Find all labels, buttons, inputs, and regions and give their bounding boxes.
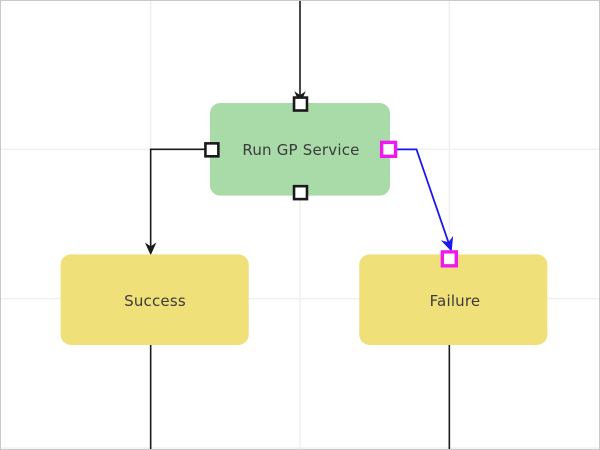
- port-run-gp-service-top[interactable]: [292, 96, 309, 112]
- port-failure-top-selected[interactable]: [440, 250, 458, 268]
- port-run-gp-service-bottom[interactable]: [292, 184, 309, 201]
- port-run-gp-service-right-selected[interactable]: [379, 140, 398, 158]
- edge-run-gp-service-to-failure[interactable]: [395, 148, 454, 252]
- edge-layer: [144, 1, 454, 449]
- node-layer: [60, 103, 548, 345]
- node-failure[interactable]: [359, 254, 548, 345]
- node-success[interactable]: [60, 254, 249, 345]
- edge-run-gp-service-to-success[interactable]: [144, 148, 206, 256]
- port-run-gp-service-left[interactable]: [204, 142, 220, 158]
- port-layer: [204, 96, 458, 268]
- node-run-gp-service[interactable]: [209, 103, 391, 196]
